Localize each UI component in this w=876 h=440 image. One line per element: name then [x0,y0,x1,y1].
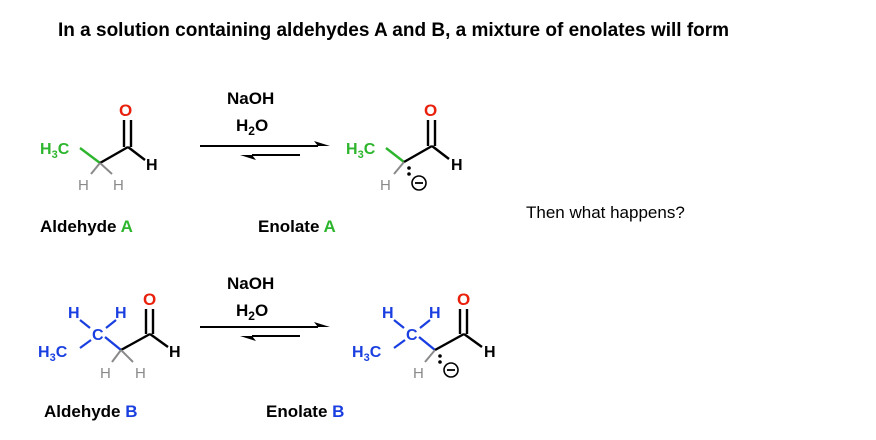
reverse-arrowhead-b [240,336,256,341]
lone-pair-dot1-b [438,354,442,358]
aldehyde-h-enolate-b: H [484,344,496,361]
bond-beta-h2-b [105,319,117,329]
negative-charge-icon-a [411,175,427,191]
bond-alpha-co-b [120,332,151,352]
caption-aldehyde-a: Aldehyde A [40,217,133,236]
bond-alpha-h2-a [99,162,113,175]
reagent-naoh-a: NaOH [227,89,274,108]
bond-c-h-enolate-b [463,333,483,348]
h3c-group-a: H3C [40,141,70,161]
reagent-water-b: H2O [236,301,268,323]
bond-beta-h1-enolate-b [393,319,405,329]
reagents-b: NaOH H2O [200,274,330,341]
aldehyde-b-structure: H3C H H C O H H H [38,290,181,382]
bond-c-h-enolate-a [431,145,450,160]
bond-beta-h2-enolate-b [419,319,431,329]
beta-h2-enolate-b: H [429,305,441,322]
bond-beta-alpha-b [104,336,122,351]
oxygen-atom-b: O [143,290,156,309]
alpha-h2-b: H [135,365,146,382]
aldehyde-a-structure: H3C O H H H [40,101,158,194]
caption-enolate-a: Enolate A [258,217,336,236]
bond-alpha-co-enolate-b [434,332,465,352]
bond-ch3-ch2-a [79,147,101,164]
alpha-h2-a: H [113,177,124,194]
bond-alpha-h1-a [90,162,101,175]
question-text: Then what happens? [526,203,685,222]
h3c-group-enolate-b: H3C [352,344,382,364]
bond-alpha-h2-b [120,349,134,363]
alpha-h-enolate-b: H [413,365,424,382]
alpha-h1-b: H [100,365,111,382]
bond-ch3-c-enolate-b [393,339,406,349]
lone-pair-dot2-b [438,360,442,364]
bond-ch-co-enolate-a [403,144,433,164]
bond-ch2-co-a [99,145,129,165]
bond-beta-h1-b [79,319,91,329]
caption-aldehyde-b: Aldehyde B [44,402,138,421]
enolate-b-structure: H3C H H C O H H [352,290,496,382]
alpha-h1-a: H [78,177,89,194]
heading-text: In a solution containing aldehydes A and… [58,20,730,41]
forward-arrowhead-a [314,141,330,146]
oxygen-atom-enolate-b: O [457,290,470,309]
bond-ch3-ch-enolate-a [385,147,405,163]
bond-alpha-h-enolate-b [424,349,436,363]
beta-carbon-enolate-b: C [406,327,418,344]
beta-h2-b: H [115,305,127,322]
enolate-a-structure: H3C O H H [346,101,463,194]
aldehyde-h-b: H [169,344,181,361]
aldehyde-h-a: H [146,157,158,174]
bond-c-h-a [127,146,146,161]
bond-alpha-h-enolate-a [393,161,405,175]
reagents-a: NaOH H2O [200,89,330,160]
bond-alpha-h1-b [111,349,122,363]
lone-pair-dot2-a [407,172,411,176]
negative-charge-icon-b [443,362,459,378]
forward-arrowhead-b [314,322,330,327]
beta-carbon-b: C [92,327,104,344]
h3c-group-enolate-a: H3C [346,141,376,161]
reverse-arrowhead-a [240,155,256,160]
alpha-h-enolate-a: H [380,177,391,194]
oxygen-atom-a: O [119,101,132,120]
beta-h1-enolate-b: H [382,305,394,322]
h3c-group-b: H3C [38,344,68,364]
reagent-naoh-b: NaOH [227,274,274,293]
bond-c-h-b [149,333,169,348]
aldehyde-h-enolate-a: H [451,157,463,174]
bond-ch3-c-b [79,339,92,349]
reagent-water-a: H2O [236,116,268,138]
lone-pair-dot1-a [407,166,411,170]
oxygen-atom-enolate-a: O [424,101,437,120]
caption-enolate-b: Enolate B [266,402,344,421]
bond-beta-alpha-enolate-b [418,336,436,351]
beta-h1-b: H [68,305,80,322]
